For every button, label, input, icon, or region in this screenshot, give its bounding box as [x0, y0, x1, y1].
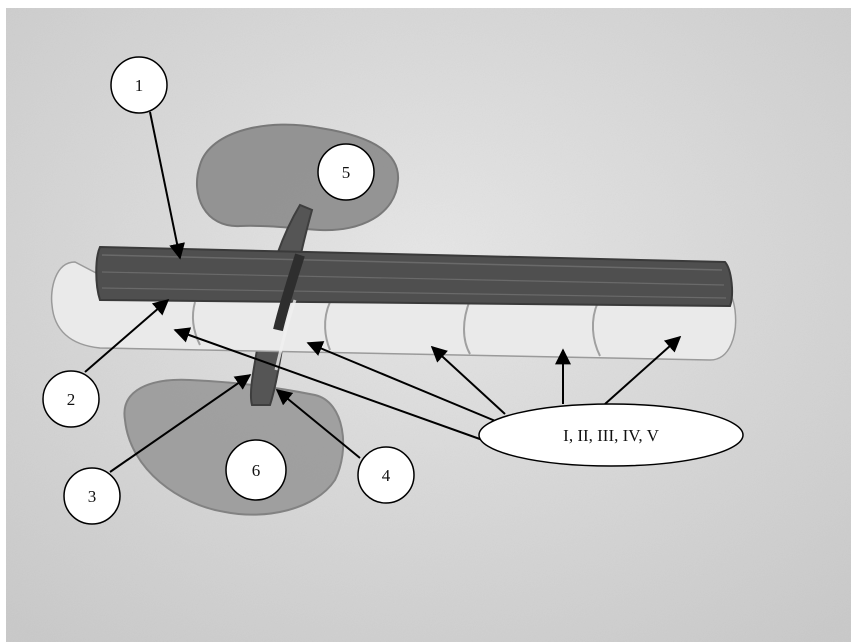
callout-4-label: 4 — [382, 466, 391, 485]
callout-2-label: 2 — [67, 390, 76, 409]
dark-upper-band — [95, 245, 734, 308]
callout-1-label: 1 — [135, 76, 144, 95]
leader-line-roman — [430, 345, 506, 415]
callout-2: 2 — [42, 370, 100, 428]
stalk-crossing — [273, 253, 305, 332]
leader-line-roman — [173, 327, 506, 449]
segment-divider — [191, 301, 201, 346]
callout-3: 3 — [63, 467, 121, 525]
callout-5-label: 5 — [342, 163, 351, 182]
lower-lobe-shape — [123, 378, 345, 516]
segment-divider — [592, 301, 601, 357]
leader-line-roman — [604, 335, 682, 405]
callout-roman: I, II, III, IV, V — [478, 403, 744, 467]
callout-3-label: 3 — [88, 487, 97, 506]
segment-divider — [324, 301, 331, 351]
callout-6-label: 6 — [252, 461, 261, 480]
leader-line-4 — [275, 388, 361, 459]
leader-line-roman — [306, 341, 506, 426]
callout-5: 5 — [317, 143, 375, 201]
leader-line-2 — [84, 298, 170, 373]
leader-line-1 — [149, 111, 185, 260]
callout-4: 4 — [357, 446, 415, 504]
callout-roman-label: I, II, III, IV, V — [563, 426, 659, 445]
callout-6: 6 — [225, 439, 287, 501]
callout-1: 1 — [110, 56, 168, 114]
leader-line-3 — [109, 374, 252, 473]
segment-divider — [463, 299, 471, 355]
